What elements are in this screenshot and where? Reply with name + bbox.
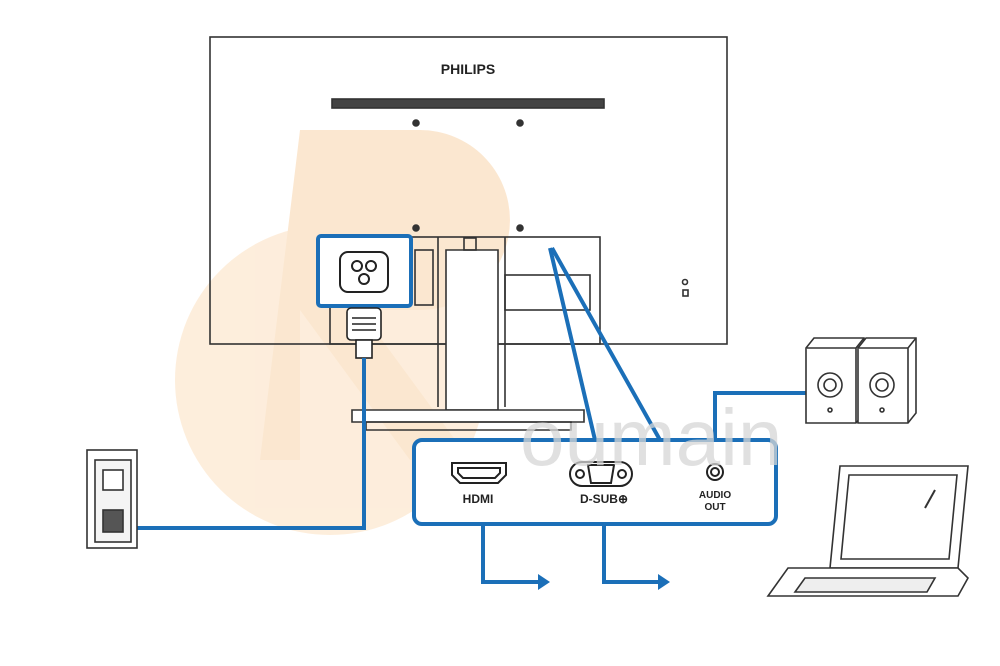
audio-cable — [713, 391, 806, 440]
speakers-icon — [805, 337, 917, 424]
power-socket-icon — [339, 251, 389, 293]
wall-outlet-icon — [86, 449, 138, 549]
dsub-port-icon — [569, 461, 633, 487]
dsub-arrow — [602, 524, 660, 584]
monitor-back — [209, 36, 728, 431]
audio-label-line1: AUDIO — [699, 490, 731, 501]
audio-label-line2: OUT — [704, 502, 725, 513]
hdmi-label: HDMI — [463, 492, 494, 506]
dsub-cable-left — [548, 247, 597, 441]
hdmi-arrow — [481, 524, 540, 584]
audio-port-icon — [706, 463, 724, 481]
brand-logo: PHILIPS — [441, 61, 495, 77]
power-socket-highlight — [316, 234, 413, 308]
cables — [128, 247, 806, 584]
dsub-cable-right — [550, 247, 662, 441]
laptop-icon — [766, 465, 969, 597]
hdmi-port-icon — [451, 462, 507, 484]
power-plug-icon — [346, 307, 382, 359]
dsub-label: D-SUB⊕ — [580, 492, 628, 506]
power-cable — [128, 358, 366, 530]
